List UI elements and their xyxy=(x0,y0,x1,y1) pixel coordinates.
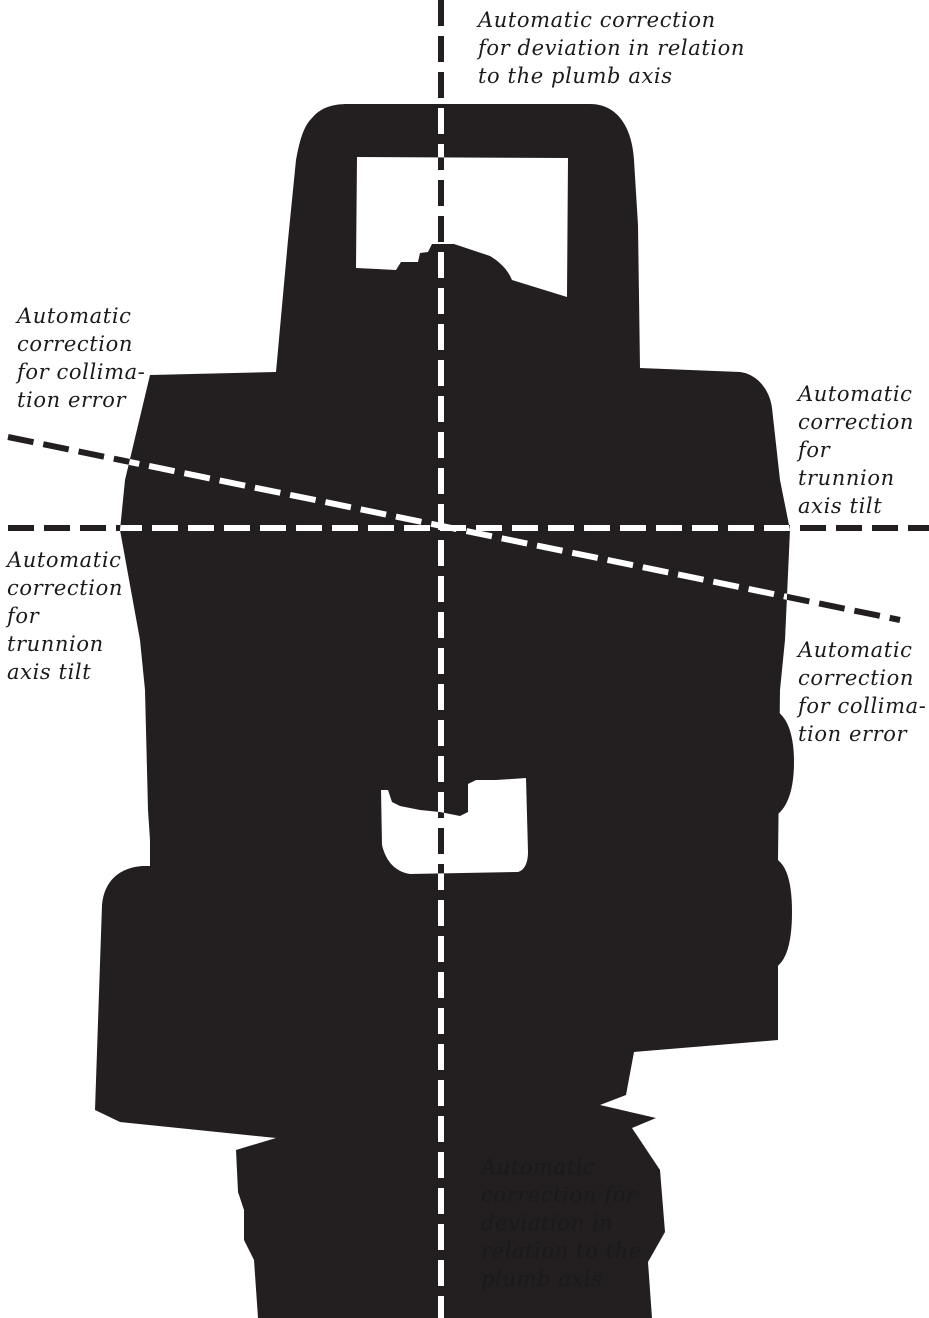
collimation-label-right: Automatic correction for collima- tion e… xyxy=(798,636,926,748)
collimation-label-left: Automatic correction for collima- tion e… xyxy=(17,302,145,414)
drive-knob xyxy=(770,856,792,970)
trunnion-label-left: Automatic correction for trunnion axis t… xyxy=(7,546,123,686)
trunnion-label-right: Automatic correction for trunnion axis t… xyxy=(798,380,914,520)
plumb-axis-label-bottom: Automatic correction for deviation in re… xyxy=(481,1153,642,1293)
plumb-axis-label-top: Automatic correction for deviation in re… xyxy=(478,6,745,90)
focus-knob xyxy=(770,708,794,818)
